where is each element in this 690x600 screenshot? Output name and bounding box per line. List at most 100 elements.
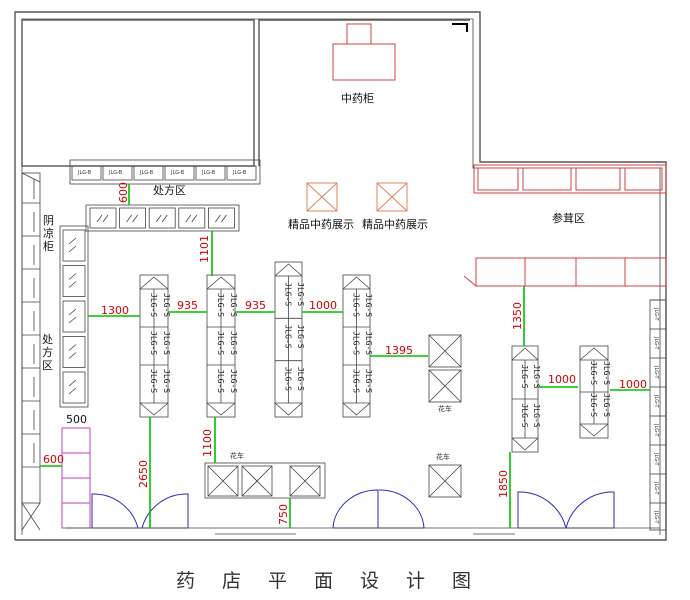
door-stub bbox=[452, 23, 468, 32]
shelf-code-label: JLG-T bbox=[653, 336, 659, 350]
flower-cart-center bbox=[428, 334, 462, 403]
label-char: 柜 bbox=[43, 240, 54, 253]
dim-1850: 1850 bbox=[497, 470, 510, 498]
dim-935-2: 935 bbox=[245, 299, 266, 312]
shelf-code-label: JLG-S bbox=[602, 361, 611, 385]
shelf-code-label: JLG-S bbox=[229, 369, 238, 393]
label-char: 区 bbox=[42, 359, 53, 372]
top-wall-shelf: JLG-B JLG-B JLG-B JLG-B JLG-B JLG-B bbox=[69, 159, 261, 185]
dim-750: 750 bbox=[277, 504, 290, 525]
premium-display-2 bbox=[376, 182, 408, 212]
dimension-labels: 600 1101 1300 935 935 1000 1395 600 2650… bbox=[43, 182, 647, 525]
shelf-code-label: JLG-S bbox=[364, 293, 373, 317]
dim-600-top: 600 bbox=[117, 182, 130, 203]
dim-1300: 1300 bbox=[101, 304, 129, 317]
ginseng-counter-top bbox=[473, 164, 667, 194]
shelf-code-label: JLG-S bbox=[162, 293, 171, 317]
shelf-code-label: JLG-S bbox=[216, 369, 225, 393]
shelf-code-label: JLG-T bbox=[653, 481, 659, 495]
flower-cart-label-2: 花车 bbox=[230, 451, 244, 460]
shelf-code-label: JLG-S bbox=[162, 331, 171, 355]
ginseng-counter-bottom bbox=[463, 257, 667, 287]
shelf-code-label: JLG-T bbox=[653, 423, 659, 437]
dim-935-1: 935 bbox=[177, 299, 198, 312]
dim-1000-1: 1000 bbox=[309, 299, 337, 312]
shelf-code-label: JLG-S bbox=[532, 404, 541, 428]
shelf-code-label: JLG-B bbox=[170, 170, 185, 176]
shelf-code-label: JLG-S bbox=[520, 404, 529, 428]
shelf-code-label: JLG-T bbox=[653, 307, 659, 321]
shelf-code-label: JLG-S bbox=[162, 369, 171, 393]
shelf-code-label: JLG-S bbox=[364, 331, 373, 355]
shelf-code-label: JLG-B bbox=[77, 170, 92, 176]
shelf-code-label: JLG-S bbox=[589, 393, 598, 417]
shelf-code-label: JLG-S bbox=[216, 293, 225, 317]
medicine-room-wall bbox=[258, 19, 470, 166]
shelf-code-label: JLG-S bbox=[532, 365, 541, 389]
dim-2650: 2650 bbox=[137, 460, 150, 488]
shelf-code-label: JLG-B bbox=[201, 170, 216, 176]
label-char: 方 bbox=[42, 345, 53, 359]
shelf-code-label: JLG-T bbox=[653, 394, 659, 408]
shelf-code-label: JLG-S bbox=[149, 293, 158, 317]
dim-1395: 1395 bbox=[385, 344, 413, 357]
shelf-code-label: JLG-T bbox=[653, 365, 659, 379]
dim-500: 500 bbox=[66, 413, 87, 426]
dimension-lines bbox=[40, 184, 650, 528]
flower-cart-label-1: 花车 bbox=[438, 404, 452, 413]
label-char: 处 bbox=[42, 333, 53, 346]
medicine-cabinet bbox=[332, 23, 396, 81]
shelf-code-label: JLG-S bbox=[296, 282, 305, 306]
dim-1000-3: 1000 bbox=[619, 378, 647, 391]
flower-cart-label-3: 花车 bbox=[436, 452, 450, 461]
dim-1000-2: 1000 bbox=[548, 373, 576, 386]
shelf-code-label: JLG-S bbox=[520, 365, 529, 389]
shelf-code-label: JLG-B bbox=[108, 170, 123, 176]
dim-1100: 1100 bbox=[201, 429, 214, 457]
shelf-code-label: JLG-S bbox=[149, 331, 158, 355]
shelf-code-label: JLG-B bbox=[232, 170, 247, 176]
shelf-code-label: JLG-S bbox=[352, 293, 361, 317]
shelf-code-label: JLG-T bbox=[653, 510, 659, 524]
shelf-code-label: JLG-S bbox=[284, 325, 293, 349]
premium-display-1-label: 精品中药展示 bbox=[288, 218, 354, 231]
shelf-code-label: JLG-T bbox=[653, 452, 659, 466]
shelf-code-label: JLG-S bbox=[296, 367, 305, 391]
prescription-counter-left bbox=[59, 225, 89, 408]
cool-cabinet-label-vertical: 阴凉柜 bbox=[43, 214, 54, 253]
label-char: 凉 bbox=[43, 226, 54, 240]
entrance-doors bbox=[91, 489, 615, 529]
shelf-code-label: JLG-S bbox=[284, 282, 293, 306]
premium-display-2-label: 精品中药展示 bbox=[362, 218, 428, 231]
label-char: 阴 bbox=[43, 214, 54, 227]
shelf-code-label: JLG-S bbox=[284, 367, 293, 391]
left-wall-cabinet bbox=[21, 172, 41, 531]
dim-600-left: 600 bbox=[43, 453, 64, 466]
medicine-cabinet-label: 中药柜 bbox=[341, 92, 374, 105]
shelf-code-label: JLG-S bbox=[364, 369, 373, 393]
flower-cart-right bbox=[428, 464, 462, 498]
page-title: 药店平面设计图 bbox=[176, 570, 498, 592]
right-wall-cabinet: JLG-T JLG-T JLG-T JLG-T JLG-T JLG-T JLG-T JLG-T bbox=[649, 299, 667, 531]
shelf-code-label: JLG-S bbox=[352, 369, 361, 393]
pink-rack bbox=[61, 427, 91, 529]
shelf-code-label: JLG-S bbox=[352, 331, 361, 355]
shelf-code-label: JLG-S bbox=[296, 325, 305, 349]
ginseng-area-label: 参茸区 bbox=[552, 211, 585, 225]
shelf-code-label: JLG-S bbox=[216, 331, 225, 355]
flower-cart-bottom bbox=[204, 462, 326, 499]
storage-room bbox=[21, 19, 255, 167]
shelf-code-label: JLG-S bbox=[229, 331, 238, 355]
shelf-code-label: JLG-B bbox=[139, 170, 154, 176]
prescription-area-left-label: 处方区 bbox=[42, 333, 53, 372]
shelf-code-label: JLG-S bbox=[589, 361, 598, 385]
dim-1101: 1101 bbox=[198, 235, 211, 263]
